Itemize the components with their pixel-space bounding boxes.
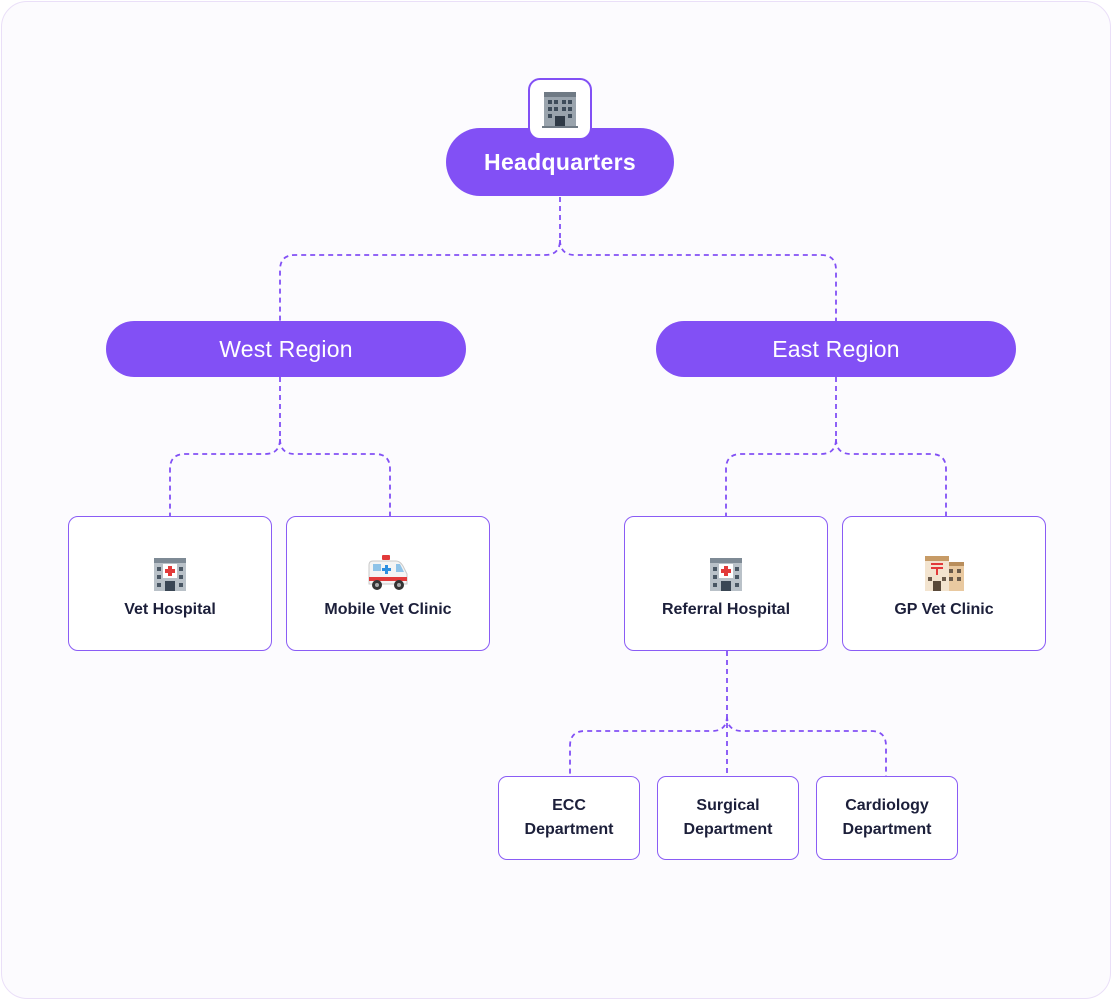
ecc-department-line1: ECC [552, 797, 586, 814]
hospital-icon [702, 553, 750, 593]
headquarters-label: Headquarters [484, 148, 636, 175]
east-region-node[interactable]: East Region [656, 321, 1016, 377]
vet-hospital-card[interactable]: Vet Hospital [68, 516, 272, 651]
cardiology-department-line2: Department [842, 821, 932, 838]
hospital-icon [146, 553, 194, 593]
ecc-department-line2: Department [524, 821, 614, 838]
surgical-department-line2: Department [683, 821, 773, 838]
headquarters-node[interactable]: Headquarters [446, 128, 674, 196]
west-region-node[interactable]: West Region [106, 321, 466, 377]
cardiology-department-line1: Cardiology [845, 797, 929, 814]
cardiology-department-card[interactable]: Cardiology Department [816, 776, 958, 860]
surgical-department-line1: Surgical [696, 797, 760, 814]
west-region-label: West Region [219, 335, 353, 362]
gp-vet-clinic-label: GP Vet Clinic [894, 601, 994, 618]
referral-hospital-card[interactable]: Referral Hospital [624, 516, 828, 651]
ambulance-icon [364, 553, 412, 593]
mobile-vet-clinic-card[interactable]: Mobile Vet Clinic [286, 516, 490, 651]
east-region-label: East Region [772, 335, 900, 362]
referral-hospital-label: Referral Hospital [661, 601, 791, 618]
vet-hospital-label: Vet Hospital [124, 601, 216, 618]
mobile-vet-clinic-label: Mobile Vet Clinic [324, 601, 452, 618]
ecc-department-card[interactable]: ECC Department [498, 776, 640, 860]
post-office-icon [920, 553, 968, 593]
surgical-department-card[interactable]: Surgical Department [657, 776, 799, 860]
gp-vet-clinic-card[interactable]: GP Vet Clinic [842, 516, 1046, 651]
office-building-icon [528, 78, 592, 140]
